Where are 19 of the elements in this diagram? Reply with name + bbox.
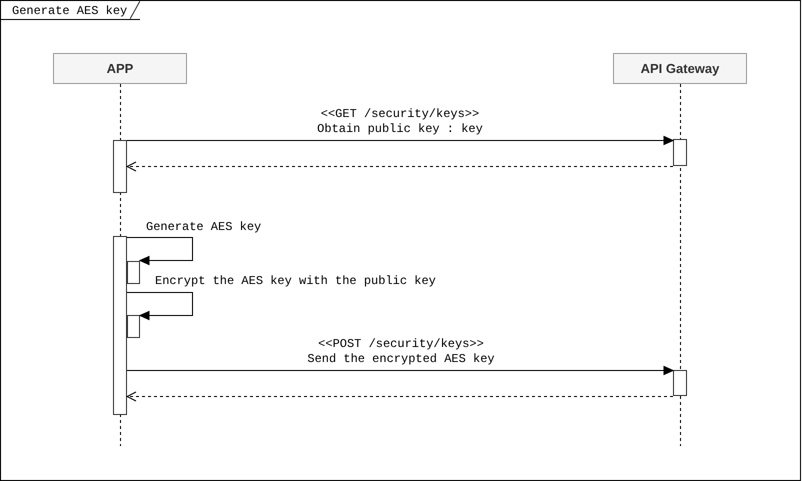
activation-bar [127,315,140,338]
message-label: Encrypt the AES key with the public key [155,274,436,289]
activation-bar [113,140,127,193]
message-arrow [126,136,674,145]
participant-box [53,53,187,84]
self-message-arrow [126,237,193,265]
activation-bar [127,261,140,284]
participant-name: APP [106,61,134,76]
self-message-arrow [126,292,193,320]
activation-bar [113,236,127,415]
return-message-arrow [126,392,674,402]
activation-bar [673,139,687,166]
message-arrow [126,366,674,375]
activation-bar [673,370,687,396]
return-message-arrow [126,162,674,172]
participant-box [613,53,747,84]
frame-title-tab: Generate AES key [1,1,140,20]
participant-name: API Gateway [640,61,720,76]
message-label: Generate AES key [146,220,262,235]
